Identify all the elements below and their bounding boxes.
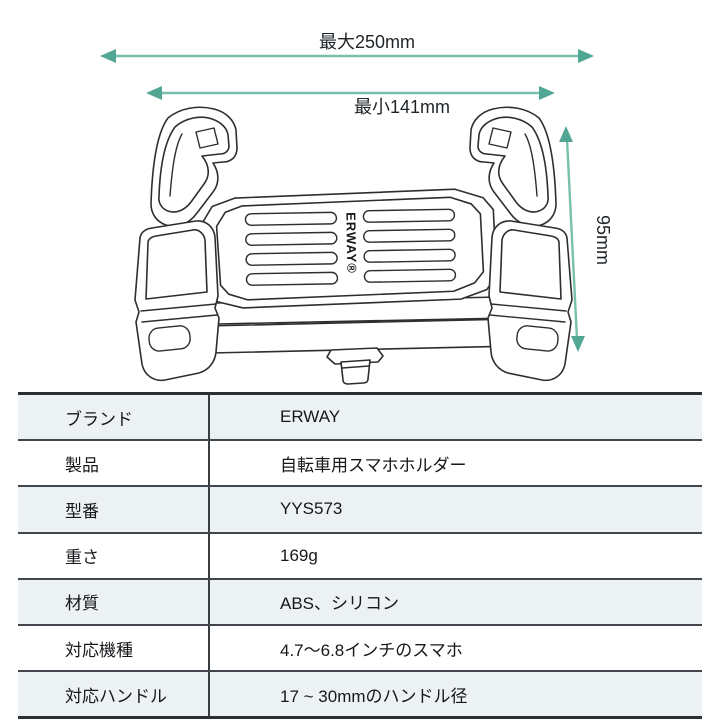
plate-inner-outline: [215, 196, 485, 301]
spec-label: ブランド: [18, 395, 210, 440]
table-row: 対応機種 4.7〜6.8インチのスマホ: [18, 625, 702, 673]
table-row: 重さ 169g: [18, 533, 702, 580]
table-row: 材質 ABS、シリコン: [18, 579, 702, 626]
spec-value: ABS、シリコン: [280, 594, 400, 614]
arrow-up-icon: [559, 126, 573, 142]
mount-knob: [326, 347, 384, 385]
dimension-diagram: ERWAY®: [100, 32, 613, 385]
table-row: 製品 自転車用スマホホルダー: [18, 441, 702, 488]
spec-label: 型番: [18, 487, 210, 532]
spec-label: 対応ハンドル: [18, 672, 210, 717]
height-label: 95mm: [593, 215, 613, 265]
spec-value: 17 ~ 30mmのハンドル径: [280, 686, 468, 706]
clamp-arms-left: [134, 106, 238, 382]
spec-value: 169g: [280, 545, 318, 565]
table-row: 対応ハンドル 17 ~ 30mmのハンドル径: [18, 672, 702, 717]
spec-label: 製品: [18, 441, 210, 486]
spec-value: ERWAY: [280, 407, 341, 427]
height-dimension: 95mm: [559, 126, 613, 352]
spec-label: 重さ: [18, 533, 210, 578]
table-row: ブランド ERWAY: [18, 395, 702, 442]
min-width-dimension: 最小141mm: [146, 86, 555, 117]
arrow-right-icon: [578, 49, 594, 63]
spec-value: 4.7〜6.8インチのスマホ: [280, 640, 463, 660]
max-width-label: 最大250mm: [319, 32, 415, 52]
back-plate: ERWAY®: [201, 188, 498, 309]
min-width-label: 最小141mm: [354, 97, 450, 117]
spec-label: 対応機種: [18, 625, 210, 671]
phone-holder-drawing: ERWAY®: [134, 106, 573, 385]
spec-table: ブランド ERWAY 製品 自転車用スマホホルダー 型番 YYS573 重さ 1…: [18, 392, 702, 720]
table-row: 型番 YYS573: [18, 487, 702, 534]
height-arrow: [565, 138, 579, 340]
spec-value: YYS573: [280, 499, 343, 519]
arrow-left-icon: [146, 86, 162, 100]
arrow-right-icon: [539, 86, 555, 100]
arrow-down-icon: [571, 336, 585, 352]
vent-slots: [244, 208, 457, 286]
spec-value: 自転車用スマホホルダー: [280, 455, 467, 475]
spec-label: 材質: [18, 579, 210, 624]
arrow-left-icon: [100, 49, 116, 63]
erway-logo: ERWAY®: [343, 212, 359, 274]
max-width-dimension: 最大250mm: [100, 32, 594, 63]
